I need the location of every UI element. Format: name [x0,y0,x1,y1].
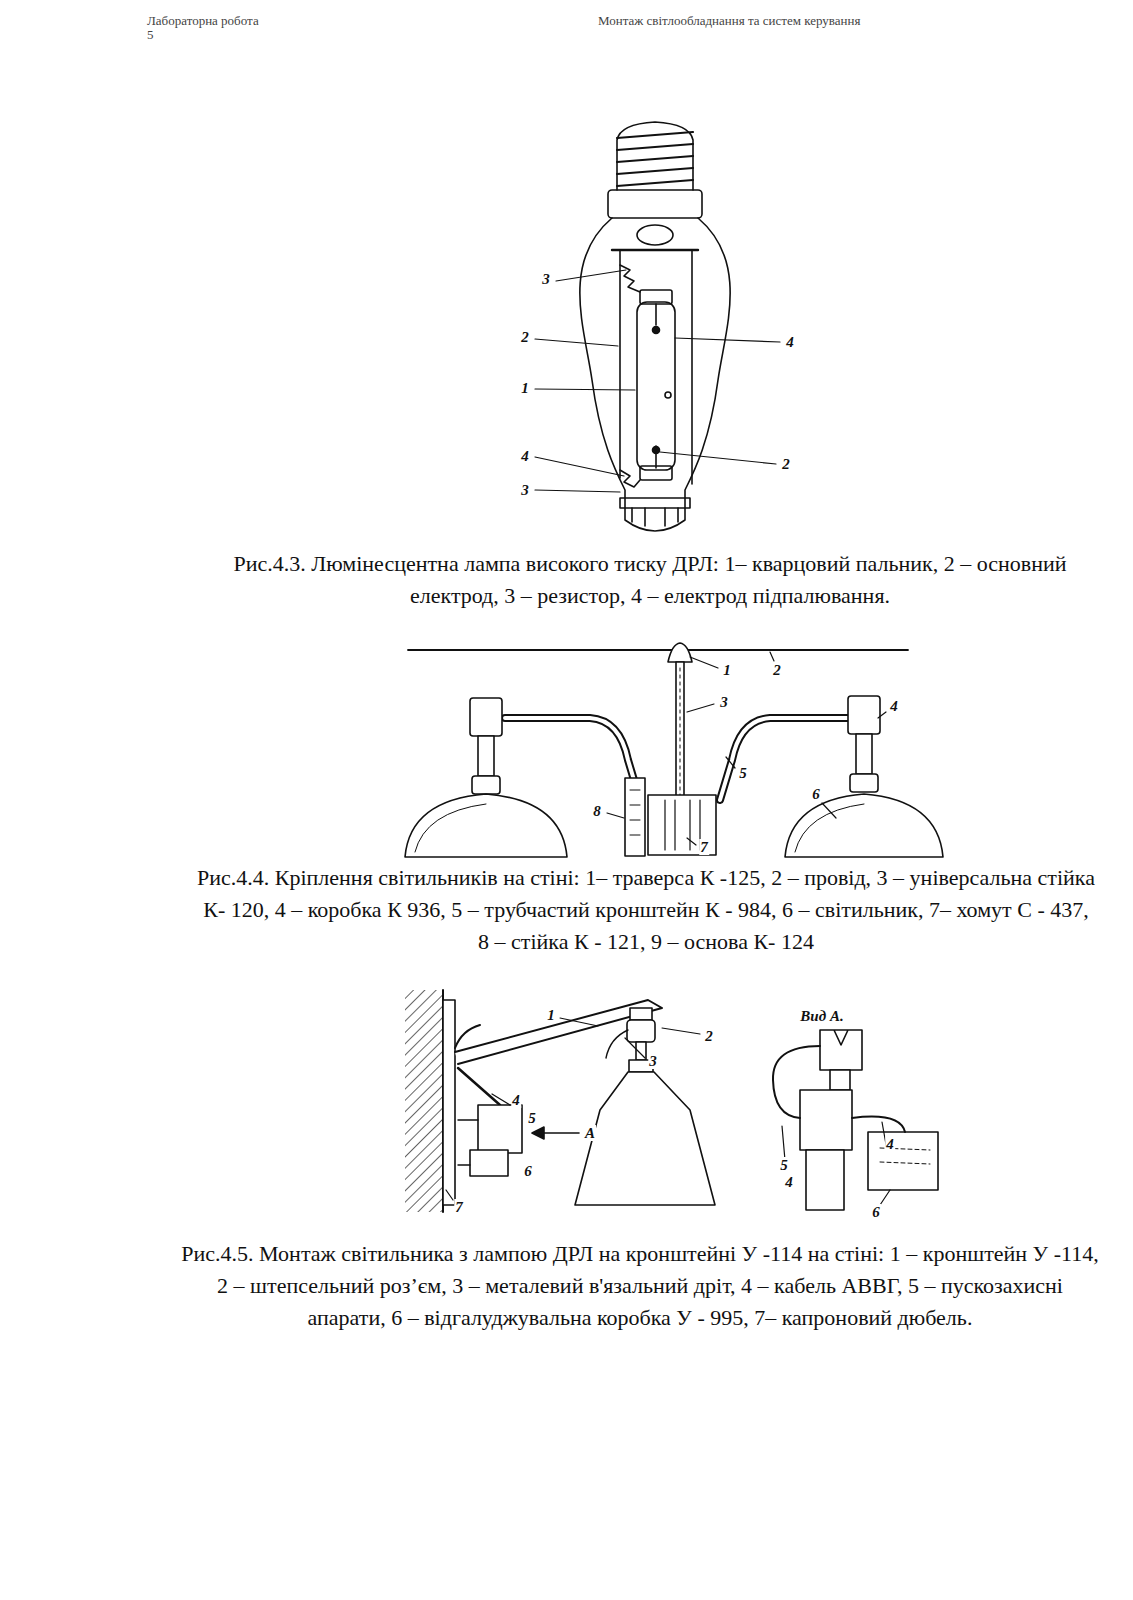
callout-number: 2 [781,456,791,472]
callout-number: 6 [523,1163,533,1179]
callout-number: 7 [454,1199,464,1215]
callout-number: 8 [592,803,602,819]
drl-lamp [535,122,780,531]
callout-number: 1 [546,1007,556,1023]
callout-number: 4 [511,1092,521,1108]
page-header: Монтаж світлообладнання та систем керува… [598,14,978,28]
callout-number: 3 [648,1053,658,1069]
figure-caption: Рис.4.3. Люмінесцентна лампа високого ти… [200,548,1100,612]
bracket-luminaire [405,990,938,1212]
callout-number: 2 [772,662,782,678]
callout-number: 3 [541,271,551,287]
callout-number: 5 [527,1110,537,1126]
callout-number: 3 [520,482,530,498]
callout-number: 1 [520,380,530,396]
callout-number: 4 [885,1136,895,1152]
callout-number: 6 [811,786,821,802]
callout-number: 4 [785,334,795,350]
figure-caption: Рис.4.5. Монтаж світильника з лампою ДРЛ… [180,1238,1100,1334]
callout-number: 2 [520,329,530,345]
figure-caption: Рис.4.4. Кріплення світильників на стіні… [196,862,1096,958]
callout-number: 4 [889,698,899,714]
view-arrow-label: А [584,1125,596,1141]
callout-number: 5 [779,1157,789,1173]
callout-number: 6 [871,1204,881,1220]
callout-number: 4 [520,448,530,464]
page-header: Лабораторна робота 5 [147,14,267,42]
callout-number: 7 [699,839,709,855]
view-label: Вид А. [799,1008,844,1024]
callout-number: 3 [719,694,729,710]
callout-number: 2 [704,1028,714,1044]
callout-number: 1 [722,662,732,678]
callout-number: 4 [784,1174,794,1190]
callout-number: 5 [738,765,748,781]
luminaire-mounting [405,643,943,857]
